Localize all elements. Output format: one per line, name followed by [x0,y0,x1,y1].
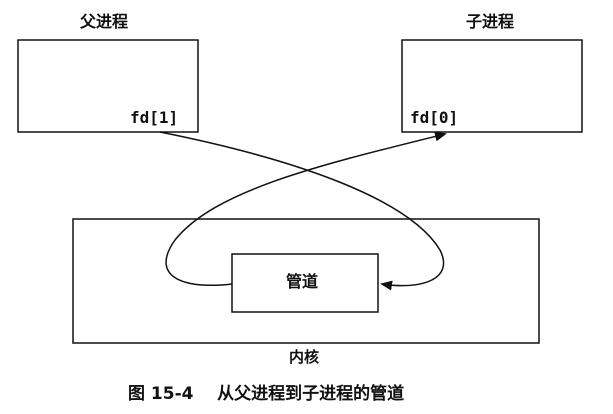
parent-process-box [17,39,199,133]
parent-fd-label: fd[1] [130,108,179,127]
child-process-title: 子进程 [466,12,515,31]
kernel-label: 内核 [289,348,320,366]
figure-caption: 图 15-4 从父进程到子进程的管道 [128,384,405,404]
pipe-box [231,253,379,313]
child-fd-label: fd[0] [410,108,459,127]
parent-write-curve [159,131,445,291]
pipe-label: 管道 [286,272,319,291]
kernel-box [72,218,540,344]
child-read-curve [165,131,447,287]
parent-process-title: 父进程 [80,12,129,31]
child-process-box [401,39,583,133]
